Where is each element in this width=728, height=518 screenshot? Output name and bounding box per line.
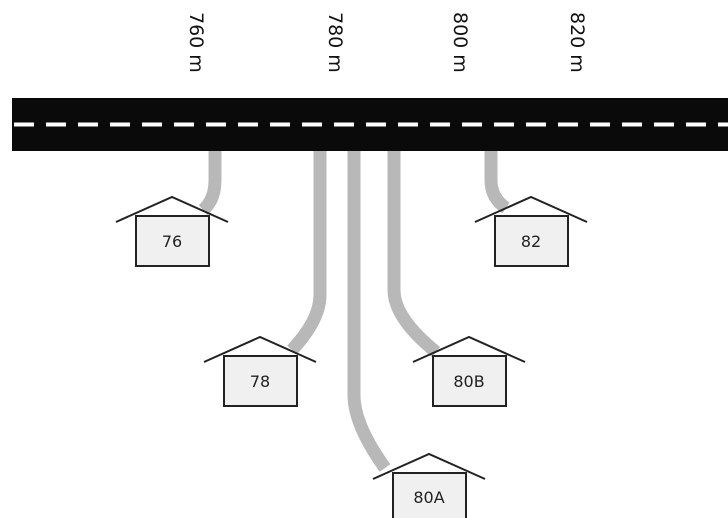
distance-marker-760: 760 m <box>185 12 207 73</box>
house-80b: 80B <box>412 335 526 407</box>
house-78-body <box>223 355 298 407</box>
house-76-body <box>135 215 210 267</box>
driveway-78 <box>287 151 327 355</box>
house-78-roof <box>203 335 317 363</box>
house-76: 76 <box>115 195 229 267</box>
house-80b-body <box>432 355 507 407</box>
house-76-label: 76 <box>162 232 182 251</box>
house-80b-label: 80B <box>453 372 484 391</box>
driveway-80a <box>347 151 391 472</box>
distance-marker-780: 780 m <box>324 12 346 73</box>
house-82-label: 82 <box>521 232 541 251</box>
driveway-76 <box>198 151 222 215</box>
house-80a-label: 80A <box>413 488 444 507</box>
house-82-roof <box>474 195 588 223</box>
house-82: 82 <box>474 195 588 267</box>
house-80a-roof <box>372 452 486 480</box>
house-80a: 80A <box>372 452 486 518</box>
house-78: 78 <box>203 335 317 407</box>
house-82-body <box>494 215 569 267</box>
driveway-80b <box>387 151 441 358</box>
distance-marker-820: 820 m <box>566 12 588 73</box>
house-78-label: 78 <box>250 372 270 391</box>
house-76-roof <box>115 195 229 223</box>
distance-marker-800: 800 m <box>449 12 471 73</box>
driveway-82 <box>484 151 510 214</box>
house-80b-roof <box>412 335 526 363</box>
house-80a-body <box>392 472 467 518</box>
